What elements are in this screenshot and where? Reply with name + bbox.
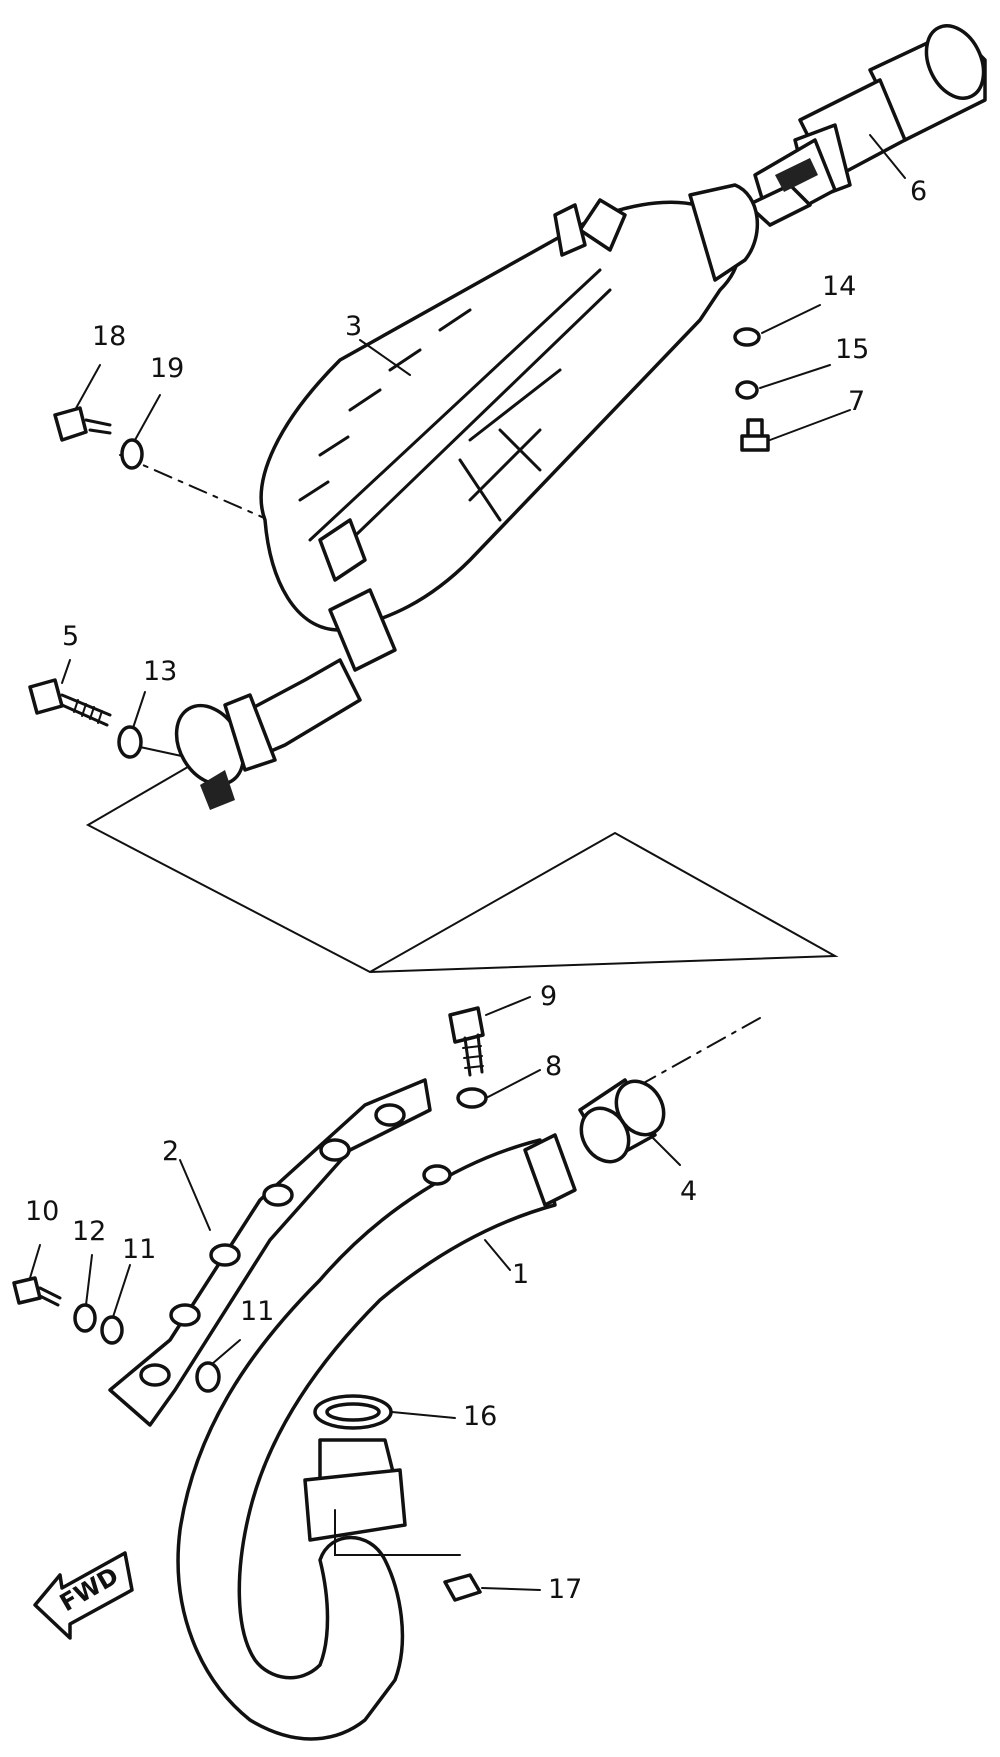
part-label-9: 9 <box>540 981 557 1012</box>
part-label-15: 15 <box>835 334 869 365</box>
part-label-17: 17 <box>548 1574 582 1605</box>
part-label-1: 1 <box>512 1259 529 1290</box>
protector-part-2 <box>108 1078 432 1427</box>
forward-direction-arrow: FWD <box>33 1551 134 1640</box>
nut-part-17 <box>443 1573 482 1602</box>
part-label-11a: 11 <box>122 1234 156 1265</box>
part-label-6: 6 <box>910 176 927 207</box>
part-label-2: 2 <box>162 1136 179 1167</box>
part-label-19: 19 <box>150 353 184 384</box>
part-label-11b: 11 <box>240 1296 274 1327</box>
part-number-labels: 18 19 3 5 13 6 14 15 7 9 8 4 1 2 10 12 1… <box>25 176 927 1605</box>
washer-part-11b <box>195 1361 221 1393</box>
gasket-part-16 <box>313 1394 393 1430</box>
bolt-part-18 <box>53 406 112 442</box>
part-label-10: 10 <box>25 1196 59 1227</box>
part-label-16: 16 <box>463 1401 497 1432</box>
part-label-5: 5 <box>62 621 79 652</box>
part-label-14: 14 <box>822 271 856 302</box>
washer-part-14 <box>733 327 761 347</box>
part-label-7: 7 <box>848 386 865 417</box>
gasket-part-4 <box>578 1078 666 1164</box>
washer-part-15 <box>735 380 759 400</box>
screw-part-7 <box>740 418 770 452</box>
part-label-4: 4 <box>680 1176 697 1207</box>
washer-part-13 <box>117 725 143 759</box>
part-label-18: 18 <box>92 321 126 352</box>
bolt-part-5 <box>28 678 112 727</box>
tail-pipe-part-6 <box>746 24 987 227</box>
bolt-part-9 <box>448 1006 485 1077</box>
part-label-13: 13 <box>143 656 177 687</box>
muffler-part-3 <box>259 183 760 672</box>
washer-part-19 <box>120 438 144 470</box>
exhaust-pipe-part-1 <box>176 1133 577 1741</box>
washer-part-8 <box>456 1087 488 1109</box>
washer-part-11a <box>100 1315 124 1345</box>
flange-part-17-area <box>303 1438 461 1556</box>
part-label-3: 3 <box>345 311 362 342</box>
part-label-12: 12 <box>72 1216 106 1247</box>
part-label-8: 8 <box>545 1051 562 1082</box>
leader-lines <box>29 134 906 1591</box>
muffler-inlet-pipe <box>174 658 362 810</box>
nut-part-12 <box>73 1303 97 1333</box>
bolt-part-10 <box>12 1276 62 1307</box>
